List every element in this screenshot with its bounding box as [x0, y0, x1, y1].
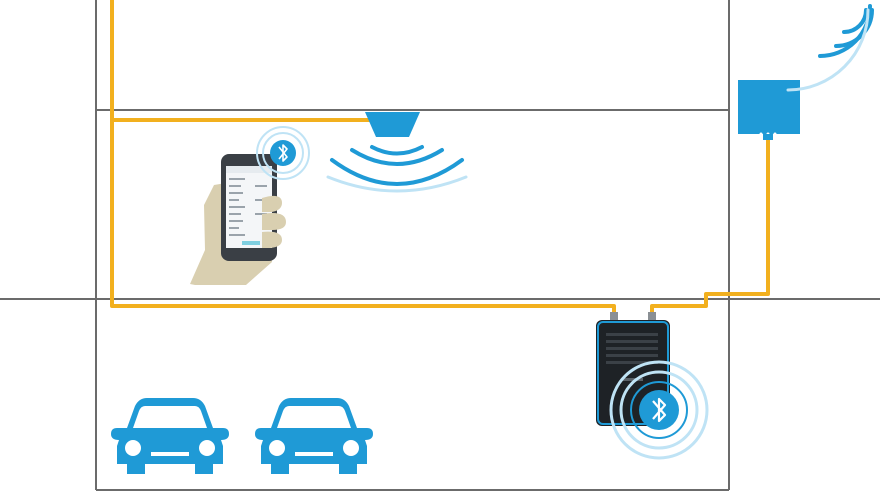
antenna-connector [763, 134, 773, 140]
bluetooth-badge [256, 126, 310, 180]
car-icon [111, 398, 229, 474]
outdoor-antenna [738, 4, 874, 140]
panel-antenna-icon [738, 80, 800, 134]
smartphone-app [190, 126, 310, 285]
cable-dome [110, 0, 384, 122]
wireless-signal-icon [326, 145, 468, 193]
booster-logo [623, 378, 643, 381]
phone-screen-button [242, 241, 260, 245]
antenna-port-dot [759, 132, 763, 136]
booster-connector [648, 312, 656, 322]
bluetooth-badge [609, 360, 709, 460]
dome-antenna-icon [365, 112, 420, 137]
signal-booster [596, 312, 709, 460]
cable-left-to-booster [110, 120, 616, 318]
cable-outdoor-to-booster [650, 138, 770, 318]
phone-screen-content [229, 178, 267, 236]
phone-screen-header [226, 166, 272, 173]
indoor-dome-antenna [326, 112, 468, 193]
antenna-port-dot [773, 132, 777, 136]
booster-connector [610, 312, 618, 322]
car-icon [255, 398, 373, 474]
thumb [262, 195, 286, 248]
parked-cars [111, 398, 373, 474]
booster-vent [606, 333, 658, 364]
wireless-signal-icon [786, 4, 874, 92]
